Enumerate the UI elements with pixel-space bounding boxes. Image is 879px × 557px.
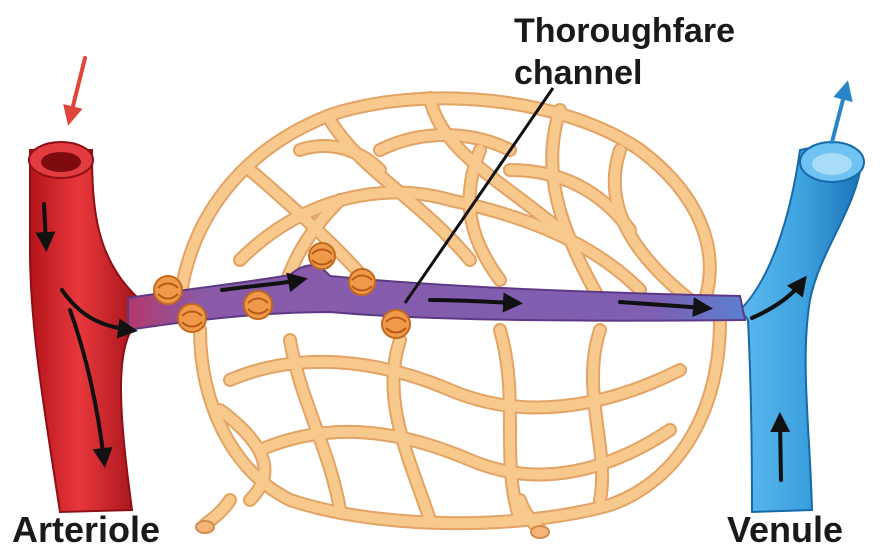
black-flow-arrow-icon [44, 204, 46, 244]
venule-vessel [740, 142, 864, 512]
venule-label: Venule [727, 512, 843, 548]
red-arrow-icon [70, 58, 85, 118]
precapillary-sphincter-icon [154, 276, 182, 304]
precapillary-sphincter-icon [244, 291, 272, 319]
precapillary-sphincter-icon [382, 310, 410, 338]
thoroughfare-label-line2: channel [514, 52, 735, 94]
black-flow-arrow-icon [780, 420, 781, 480]
blue-arrow-icon [832, 88, 846, 142]
precapillary-sphincter-icon [178, 304, 206, 332]
arteriole-label: Arteriole [12, 512, 160, 548]
thoroughfare-label-line1: Thoroughfare [514, 10, 735, 52]
precapillary-sphincter-icon [349, 269, 375, 295]
thoroughfare-channel-label: Thoroughfare channel [514, 10, 735, 94]
precapillary-sphincter-icon [309, 243, 335, 269]
